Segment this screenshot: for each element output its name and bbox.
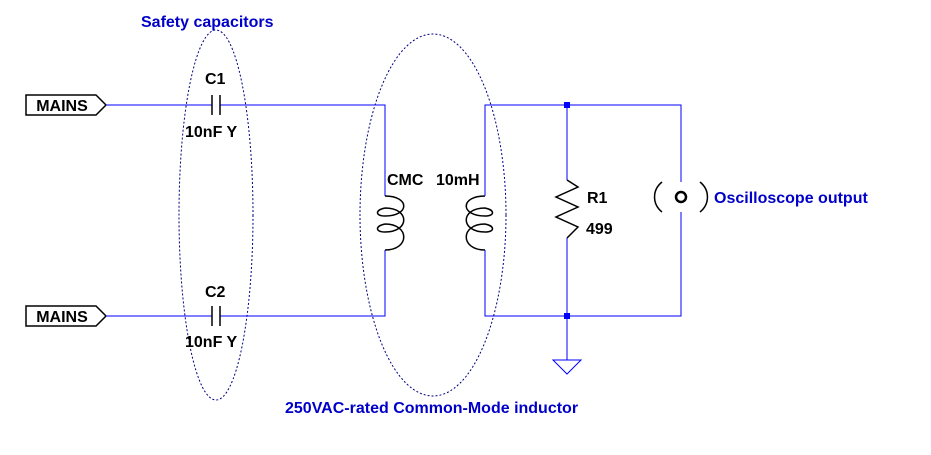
wire-top-to-probe	[567, 104, 682, 182]
common-mode-inductor-annotation: 250VAC-rated Common-Mode inductor	[285, 400, 578, 417]
c1-value: 10nF Y	[185, 124, 238, 141]
wire-bottom-to-cmc	[220, 258, 386, 317]
cmc-left-winding	[376, 190, 405, 258]
ground-icon	[551, 359, 583, 375]
r1-ref: R1	[587, 190, 608, 207]
cmc-value: 10mH	[436, 172, 480, 189]
c2-ref: C2	[205, 284, 226, 301]
safety-capacitors-annotation: Safety capacitors	[141, 14, 274, 31]
mains-port-bottom: MAINS	[25, 305, 108, 327]
oscilloscope-probe-icon	[653, 181, 709, 213]
capacitor-c2	[211, 306, 221, 326]
c1-ref: C1	[205, 71, 226, 88]
wire-top-to-cmc	[220, 104, 386, 190]
mains-port-top-label: MAINS	[36, 98, 88, 115]
mains-port-bottom-label: MAINS	[36, 309, 88, 326]
wire-probe-to-bottom	[567, 212, 682, 317]
cmc-ref: CMC	[387, 172, 424, 189]
safety-capacitors-outline	[178, 29, 254, 401]
junction-top	[564, 102, 570, 108]
probe-label: Oscilloscope output	[714, 190, 868, 207]
junction-bottom	[564, 313, 570, 319]
common-mode-inductor-outline	[359, 33, 507, 397]
mains-port-top: MAINS	[25, 94, 108, 116]
r1-value: 499	[586, 221, 613, 238]
resistor-r1	[554, 179, 580, 239]
capacitor-c1	[211, 95, 221, 115]
c2-value: 10nF Y	[185, 334, 238, 351]
cmc-right-winding	[465, 104, 567, 317]
